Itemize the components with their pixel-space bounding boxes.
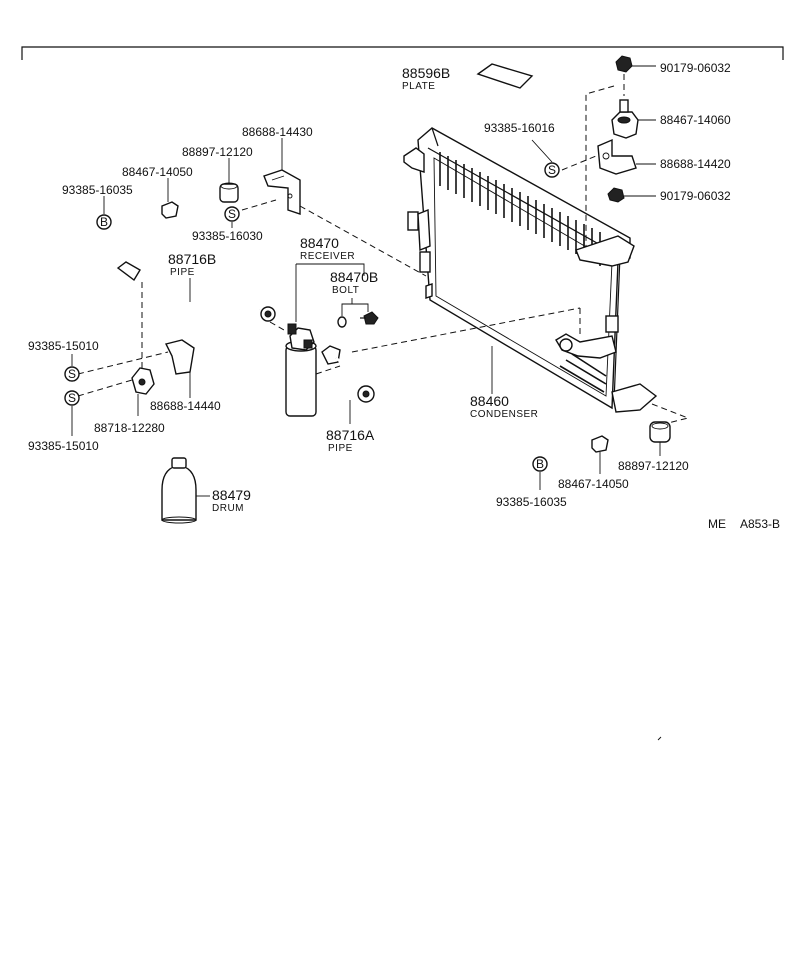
label-93385-16030: 93385-16030 (192, 229, 263, 243)
part-clamp-88718-12280 (131, 367, 155, 395)
label-88897-12120-right: 88897-12120 (618, 459, 689, 473)
label-90179-06032-top: 90179-06032 (660, 61, 731, 75)
label-88460: 88460 (470, 393, 509, 409)
label-drum: DRUM (212, 503, 244, 514)
label-condenser: CONDENSER (470, 409, 538, 420)
s-glyph-16016: S (548, 163, 556, 177)
part-drum-88479 (161, 457, 197, 524)
part-bracket-88688-14420 (597, 138, 637, 175)
b-glyph-right: B (536, 457, 544, 471)
dash-pipea-to-condenser (351, 307, 581, 353)
label-88688-14440: 88688-14440 (150, 399, 221, 413)
dash-s-to-bracket-left (241, 199, 277, 211)
label-88716A: 88716A (326, 427, 375, 443)
label-90179-06032-mid: 90179-06032 (660, 189, 731, 203)
ref-code: A853-B (740, 517, 780, 531)
part-pipe-88716A (321, 345, 375, 403)
s-glyph-15010-bot: S (68, 391, 76, 405)
part-collar-88467-14050-right (591, 435, 609, 453)
part-bolt-88470B (337, 311, 379, 328)
label-88467-14060: 88467-14060 (660, 113, 731, 127)
dash-s-top-to-bracket (77, 351, 169, 375)
label-receiver: RECEIVER (300, 251, 355, 262)
part-mount-88897-12120-left (219, 182, 239, 203)
label-plate: PLATE (402, 81, 435, 92)
part-mount-88467-14060 (611, 99, 639, 139)
leader-88470-bracket (296, 263, 365, 276)
dash-s-bot-to-clamp (77, 379, 133, 397)
stray-mark (657, 736, 662, 741)
part-bracket-88688-14430 (263, 169, 301, 215)
leader-93385-16016 (531, 139, 553, 163)
b-marker-93385-16035-right (532, 456, 548, 472)
s-marker-93385-16016 (544, 162, 560, 178)
ref-me: ME (708, 517, 726, 531)
label-88467-14050-right: 88467-14050 (558, 477, 629, 491)
part-mount-88897-12120-right (649, 421, 671, 443)
s-glyph-16030: S (228, 207, 236, 221)
label-88716B: 88716B (168, 251, 216, 267)
label-93385-16016: 93385-16016 (484, 121, 555, 135)
label-88718-12280: 88718-12280 (94, 421, 165, 435)
b-marker-93385-16035-left (96, 214, 112, 230)
dash-bracket-to-mount (651, 403, 690, 425)
s-glyph-15010-top: S (68, 367, 76, 381)
label-88479: 88479 (212, 487, 251, 503)
part-receiver-88470 (285, 323, 317, 417)
part-bracket-88688-14440 (164, 339, 195, 375)
s-marker-93385-15010-bot (64, 390, 80, 406)
part-pipe-88716B (116, 261, 276, 332)
dash-bracket-to-condenser (299, 205, 427, 277)
label-93385-16035-left: 93385-16035 (62, 183, 133, 197)
diagram-frame (21, 46, 784, 60)
label-88470B: 88470B (330, 269, 378, 285)
label-93385-15010-bot: 93385-15010 (28, 439, 99, 453)
part-nut-90179-mid (607, 187, 625, 203)
leader-88470B-b (352, 303, 369, 312)
dash-mount-to-condenser (585, 85, 615, 246)
b-glyph-left: B (100, 215, 108, 229)
part-plate-88596B (476, 63, 534, 89)
part-condenser-88460 (403, 127, 658, 413)
label-pipe-a: PIPE (328, 443, 353, 454)
part-collar-88467-14050-left (161, 201, 179, 219)
dash-receiver-to-pipea (315, 365, 341, 375)
label-pipe-b: PIPE (170, 267, 195, 278)
leader-88470B-a (341, 298, 353, 316)
label-88470: 88470 (300, 235, 339, 251)
s-marker-93385-16030 (224, 206, 240, 222)
label-88688-14420: 88688-14420 (660, 157, 731, 171)
dash-pipeb-to-receiver (269, 321, 285, 331)
dash-s-to-bracket (561, 155, 597, 171)
label-88688-14430: 88688-14430 (242, 125, 313, 139)
part-nut-90179-top (615, 55, 633, 73)
label-93385-15010-top: 93385-15010 (28, 339, 99, 353)
label-bolt: BOLT (332, 285, 359, 296)
label-88467-14050-left: 88467-14050 (122, 165, 193, 179)
s-marker-93385-15010-top (64, 366, 80, 382)
label-93385-16035-right: 93385-16035 (496, 495, 567, 509)
label-88897-12120-left: 88897-12120 (182, 145, 253, 159)
label-88596B: 88596B (402, 65, 450, 81)
